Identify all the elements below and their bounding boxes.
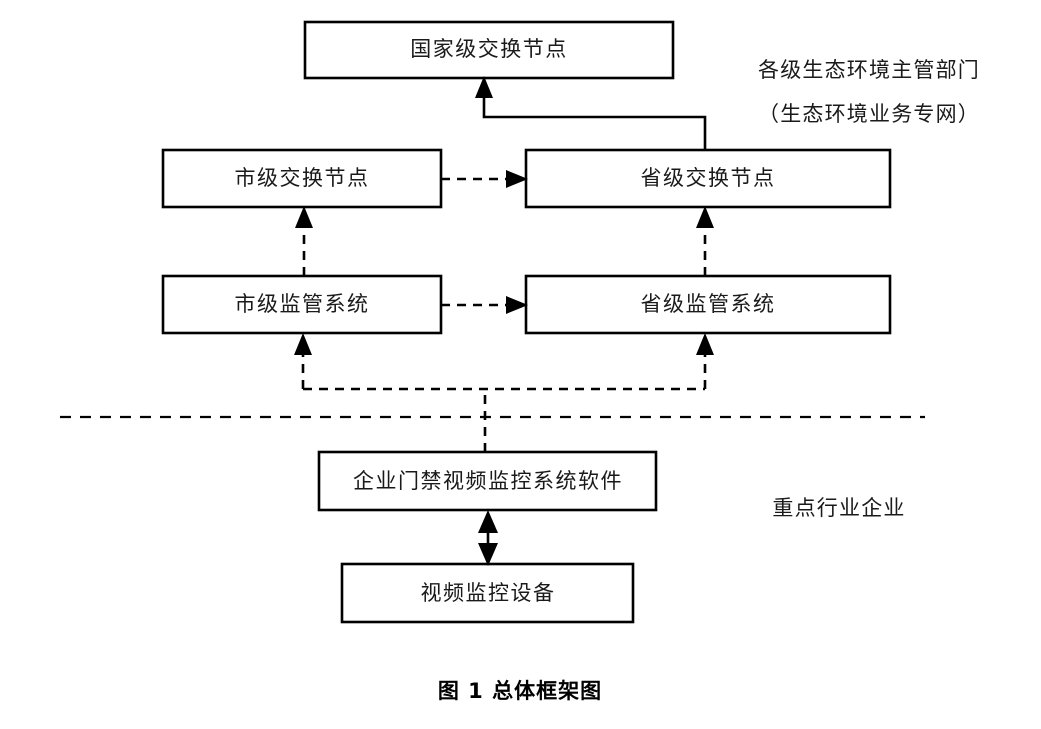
node-city-exchange-box — [161, 148, 443, 209]
node-province-exchange[interactable]: 省级交换节点 — [524, 148, 892, 209]
node-national-exchange[interactable]: 国家级交换节点 — [303, 20, 675, 80]
annotation-lower-zone-label: 重点行业企业 — [772, 496, 905, 520]
arrow-head-into-province-supervision-vertical — [696, 333, 714, 355]
annotation-upper-zone-line2: （生态环境业务专网） — [758, 102, 980, 126]
node-enterprise-software-box — [317, 450, 658, 512]
arrow-head-into-province-supervision — [506, 296, 528, 314]
node-city-exchange[interactable]: 市级交换节点 — [161, 148, 443, 209]
node-enterprise-software[interactable]: 企业门禁视频监控系统软件 — [317, 450, 658, 512]
arrow-head-into-city-exchange — [295, 206, 313, 228]
node-national-exchange-label: 国家级交换节点 — [410, 37, 568, 61]
node-province-exchange-label: 省级交换节点 — [641, 166, 776, 190]
node-province-supervision-label: 省级监管系统 — [641, 292, 776, 316]
arrow-head-into-province-exchange-vertical — [696, 206, 714, 228]
node-video-device-box — [340, 562, 635, 624]
annotation-upper-zone-line1: 各级生态环境主管部门 — [758, 58, 980, 82]
node-enterprise-software-label: 企业门禁视频监控系统软件 — [353, 469, 623, 493]
connector-city-supervision-to-city-exchange — [295, 206, 313, 276]
arrow-head-into-city-supervision — [294, 333, 312, 355]
figure-caption: 图 1 总体框架图 — [438, 679, 602, 703]
node-video-device-label: 视频监控设备 — [421, 581, 556, 605]
node-video-device[interactable]: 视频监控设备 — [340, 562, 635, 624]
node-city-exchange-label: 市级交换节点 — [235, 166, 370, 190]
node-city-supervision-label: 市级监管系统 — [235, 292, 370, 316]
annotation-lower-zone: 重点行业企业 — [772, 496, 905, 520]
arrow-head-into-national — [475, 76, 493, 98]
arrow-head-into-province-exchange — [506, 170, 528, 188]
connector-city-supervision-to-province-supervision — [441, 296, 528, 314]
node-province-supervision-box — [524, 274, 892, 335]
connector-enterprise-to-supervision-bus — [294, 333, 714, 452]
connector-city-exchange-to-province-exchange — [441, 170, 528, 188]
node-province-exchange-box — [524, 148, 892, 209]
arrow-head-up-to-software — [478, 510, 498, 533]
node-city-supervision[interactable]: 市级监管系统 — [161, 274, 443, 335]
node-national-exchange-box — [303, 20, 675, 80]
arrow-head-down-to-device — [478, 543, 498, 566]
connector-province-supervision-to-province-exchange — [696, 206, 714, 276]
connector-software-device-bidirectional — [478, 510, 498, 566]
annotation-upper-zone: 各级生态环境主管部门 （生态环境业务专网） — [758, 58, 980, 126]
node-province-supervision[interactable]: 省级监管系统 — [524, 274, 892, 335]
connector-province-to-national — [475, 76, 707, 150]
